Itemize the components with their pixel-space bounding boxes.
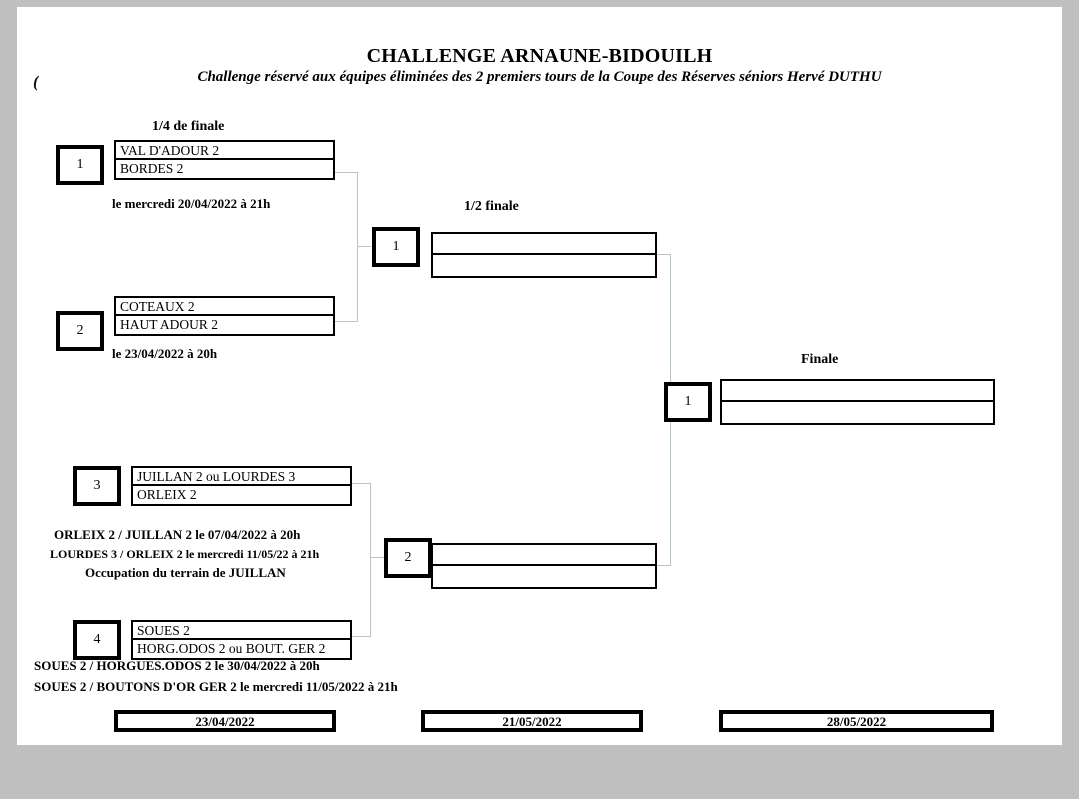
connector-sf2-in: [370, 557, 384, 558]
note-qf-2-0: le 23/04/2022 à 20h: [112, 346, 218, 361]
bracket-page: ( CHALLENGE ARNAUNE-BIDOUILH Challenge r…: [17, 7, 1062, 745]
connector-sf1-out: [657, 254, 670, 255]
team-slot-top: COTEAUX 2: [116, 298, 333, 316]
team-slot-top: [433, 545, 655, 566]
note-qf-3-2: Occupation du terrain de JUILLAN: [85, 565, 286, 580]
team-slot-top: VAL D'ADOUR 2: [116, 142, 333, 160]
match-box-sf-1[interactable]: [431, 232, 657, 278]
team-slot-bottom: HORG.ODOS 2 ou BOUT. GER 2: [137, 641, 326, 656]
team-slot-top: JUILLAN 2 ou LOURDES 3: [133, 468, 350, 486]
page-subtitle: Challenge réservé aux équipes éliminées …: [197, 69, 882, 85]
date-bar-final: 28/05/2022: [719, 710, 994, 732]
round-label-final: Finale: [801, 352, 839, 367]
seed-qf-2: 2: [56, 311, 104, 351]
team-slot-top: [433, 234, 655, 255]
connector-qf-vertical-top: [357, 172, 358, 322]
stray-glyph: (: [33, 72, 39, 91]
connector-qf2-out: [335, 321, 357, 322]
note-qf-4-0: SOUES 2 / HORGUES.ODOS 2 le 30/04/2022 à…: [34, 658, 320, 673]
seed-final: 1: [664, 382, 712, 422]
team-slot-bottom: [433, 566, 655, 587]
match-box-qf-2[interactable]: COTEAUX 2 HAUT ADOUR 2: [114, 296, 335, 336]
round-label-semi-final: 1/2 finale: [464, 199, 519, 214]
connector-qf-vertical-bottom: [370, 483, 371, 637]
connector-sf2-out: [657, 565, 670, 566]
team-slot-top: [722, 381, 993, 402]
connector-qf1-out: [335, 172, 357, 173]
connector-sf1-in: [357, 246, 371, 247]
note-qf-3-0: ORLEIX 2 / JUILLAN 2 le 07/04/2022 à 20h: [54, 527, 301, 542]
note-qf-4-1: SOUES 2 / BOUTONS D'OR GER 2 le mercredi…: [34, 679, 398, 694]
team-slot-bottom: [722, 402, 993, 423]
team-slot-bottom: HAUT ADOUR 2: [120, 317, 219, 332]
connector-qf3-out: [352, 483, 370, 484]
seed-sf-1: 1: [372, 227, 420, 267]
seed-sf-2: 2: [384, 538, 432, 578]
seed-qf-4: 4: [73, 620, 121, 660]
seed-qf-3: 3: [73, 466, 121, 506]
match-box-sf-2[interactable]: [431, 543, 657, 589]
page-title: CHALLENGE ARNAUNE-BIDOUILH: [366, 45, 713, 67]
seed-qf-1: 1: [56, 145, 104, 185]
round-label-quarter-final: 1/4 de finale: [152, 119, 225, 134]
connector-qf4-out: [352, 636, 370, 637]
team-slot-bottom: BORDES 2: [120, 161, 184, 176]
match-box-qf-1[interactable]: VAL D'ADOUR 2 BORDES 2: [114, 140, 335, 180]
date-bar-semi-final: 21/05/2022: [421, 710, 643, 732]
team-slot-top: SOUES 2: [133, 622, 350, 640]
team-slot-bottom: ORLEIX 2: [137, 487, 197, 502]
match-box-qf-4[interactable]: SOUES 2 HORG.ODOS 2 ou BOUT. GER 2: [131, 620, 352, 660]
team-slot-bottom: [433, 255, 655, 276]
match-box-final[interactable]: [720, 379, 995, 425]
note-qf-1-0: le mercredi 20/04/2022 à 21h: [112, 196, 271, 211]
match-box-qf-3[interactable]: JUILLAN 2 ou LOURDES 3 ORLEIX 2: [131, 466, 352, 506]
note-qf-3-1: LOURDES 3 / ORLEIX 2 le mercredi 11/05/2…: [50, 547, 320, 561]
date-bar-quarter-final: 23/04/2022: [114, 710, 336, 732]
